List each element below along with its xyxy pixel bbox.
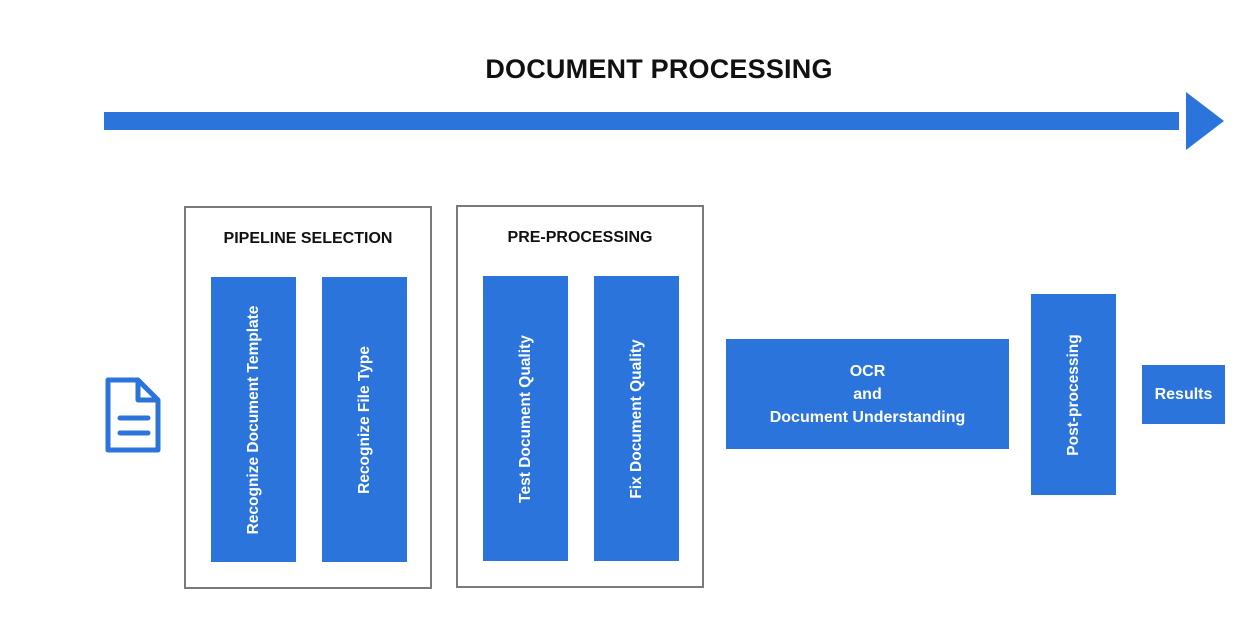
results-label: Results [1154,386,1213,403]
recognize-document-template-label: Recognize Document Template [244,305,262,534]
recognize-file-type-box: Recognize File Type [322,277,407,562]
post-processing-box: Post-processing [1031,294,1116,495]
diagram-title: DOCUMENT PROCESSING [485,54,833,84]
ocr-line-2: and [853,385,882,403]
test-document-quality-label: Test Document Quality [516,334,534,503]
fix-document-quality-label: Fix Document Quality [627,338,645,499]
recognize-document-template-box: Recognize Document Template [211,277,296,562]
pipeline-selection-group: PIPELINE SELECTION Recognize Document Te… [184,206,432,589]
document-icon [105,377,161,453]
recognize-file-type-label: Recognize File Type [355,345,373,494]
pre-processing-group: PRE-PROCESSING Test Document Quality Fix… [456,205,704,588]
pre-processing-title: PRE-PROCESSING [507,229,653,246]
arrow-right-icon [104,92,1224,150]
fix-document-quality-box: Fix Document Quality [594,276,679,561]
ocr-line-1: OCR [849,362,886,380]
test-document-quality-box: Test Document Quality [483,276,568,561]
results-box: Results [1142,365,1225,424]
post-processing-label: Post-processing [1064,333,1082,456]
ocr-box: OCR and Document Understanding [726,339,1009,449]
ocr-line-3: Document Understanding [769,408,966,426]
pipeline-selection-title: PIPELINE SELECTION [223,230,393,247]
